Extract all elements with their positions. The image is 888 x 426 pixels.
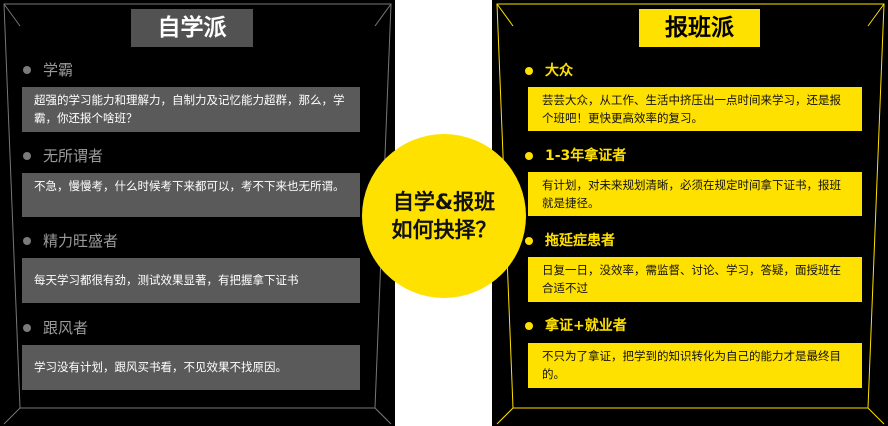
right-item-3-heading-text: 拖延症患者 [545,233,615,249]
left-item-2-heading-text: 无所谓者 [43,147,104,165]
right-item-1-heading: 大众 [525,61,573,81]
bullet-dot-icon [525,322,533,330]
left-item-3-heading: 精力旺盛者 [23,231,118,251]
right-item-2-heading-text: 1-3年拿证者 [545,148,627,164]
left-item-2-text: 不急，慢慢考，什么时候考下来都可以，考不下来也无所谓。 [22,173,360,217]
right-item-1-heading-text: 大众 [545,63,573,79]
bullet-dot-icon [525,237,533,245]
left-item-1-heading: 学霸 [23,60,73,80]
left-item-4-heading: 跟风者 [23,318,88,338]
right-item-4-text: 不只为了拿证，把学到的知识转化为自己的能力才是最终目的。 [528,343,862,388]
left-item-3-text: 每天学习都很有劲，测试效果显著，有把握拿下证书 [22,258,360,303]
right-item-3-heading: 拖延症患者 [525,231,615,251]
bullet-dot-icon [23,324,31,332]
bullet-dot-icon [23,152,31,160]
center-line-1: 自学&报班 [392,190,496,214]
left-item-3-heading-text: 精力旺盛者 [43,232,119,250]
right-item-4-heading: 拿证+就业者 [525,316,627,336]
left-item-4-text: 学习没有计划，跟风买书看，不见效果不找原因。 [22,345,360,390]
bullet-dot-icon [525,67,533,75]
right-item-1-text: 芸芸大众，从工作、生活中挤压出一点时间来学习，还是报个班吧！更快更高效率的复习。 [528,87,862,131]
left-item-4-heading-text: 跟风者 [43,319,89,337]
bullet-dot-icon [525,152,533,160]
class-study-panel: 报班派 大众 芸芸大众，从工作、生活中挤压出一点时间来学习，还是报个班吧！更快更… [492,0,888,426]
right-title: 报班派 [639,9,760,47]
right-item-2-text: 有计划，对未来规划清晰，必须在规定时间拿下证书，报班就是捷径。 [528,172,862,216]
bullet-dot-icon [23,237,31,245]
left-title: 自学派 [131,9,253,47]
left-panel-frame [3,3,392,425]
left-item-1-heading-text: 学霸 [43,61,74,79]
self-study-panel: 自学派 学霸 超强的学习能力和理解力，自制力及记忆能力超群，那么，学霸，你还报个… [0,0,395,426]
right-panel-frame [496,3,885,425]
right-item-4-heading-text: 拿证+就业者 [545,318,627,334]
right-item-3-text: 日复一日，没效率，需监督、讨论、学习，答疑，面授班在合适不过 [528,257,862,302]
right-item-2-heading: 1-3年拿证者 [525,146,626,166]
center-question-circle: 自学&报班 如何抉择？ [362,134,526,298]
left-item-1-text: 超强的学习能力和理解力，自制力及记忆能力超群，那么，学霸，你还报个啥班？ [22,87,360,132]
center-line-2: 如何抉择？ [391,218,497,242]
bullet-dot-icon [23,66,31,74]
left-item-2-heading: 无所谓者 [23,146,103,166]
